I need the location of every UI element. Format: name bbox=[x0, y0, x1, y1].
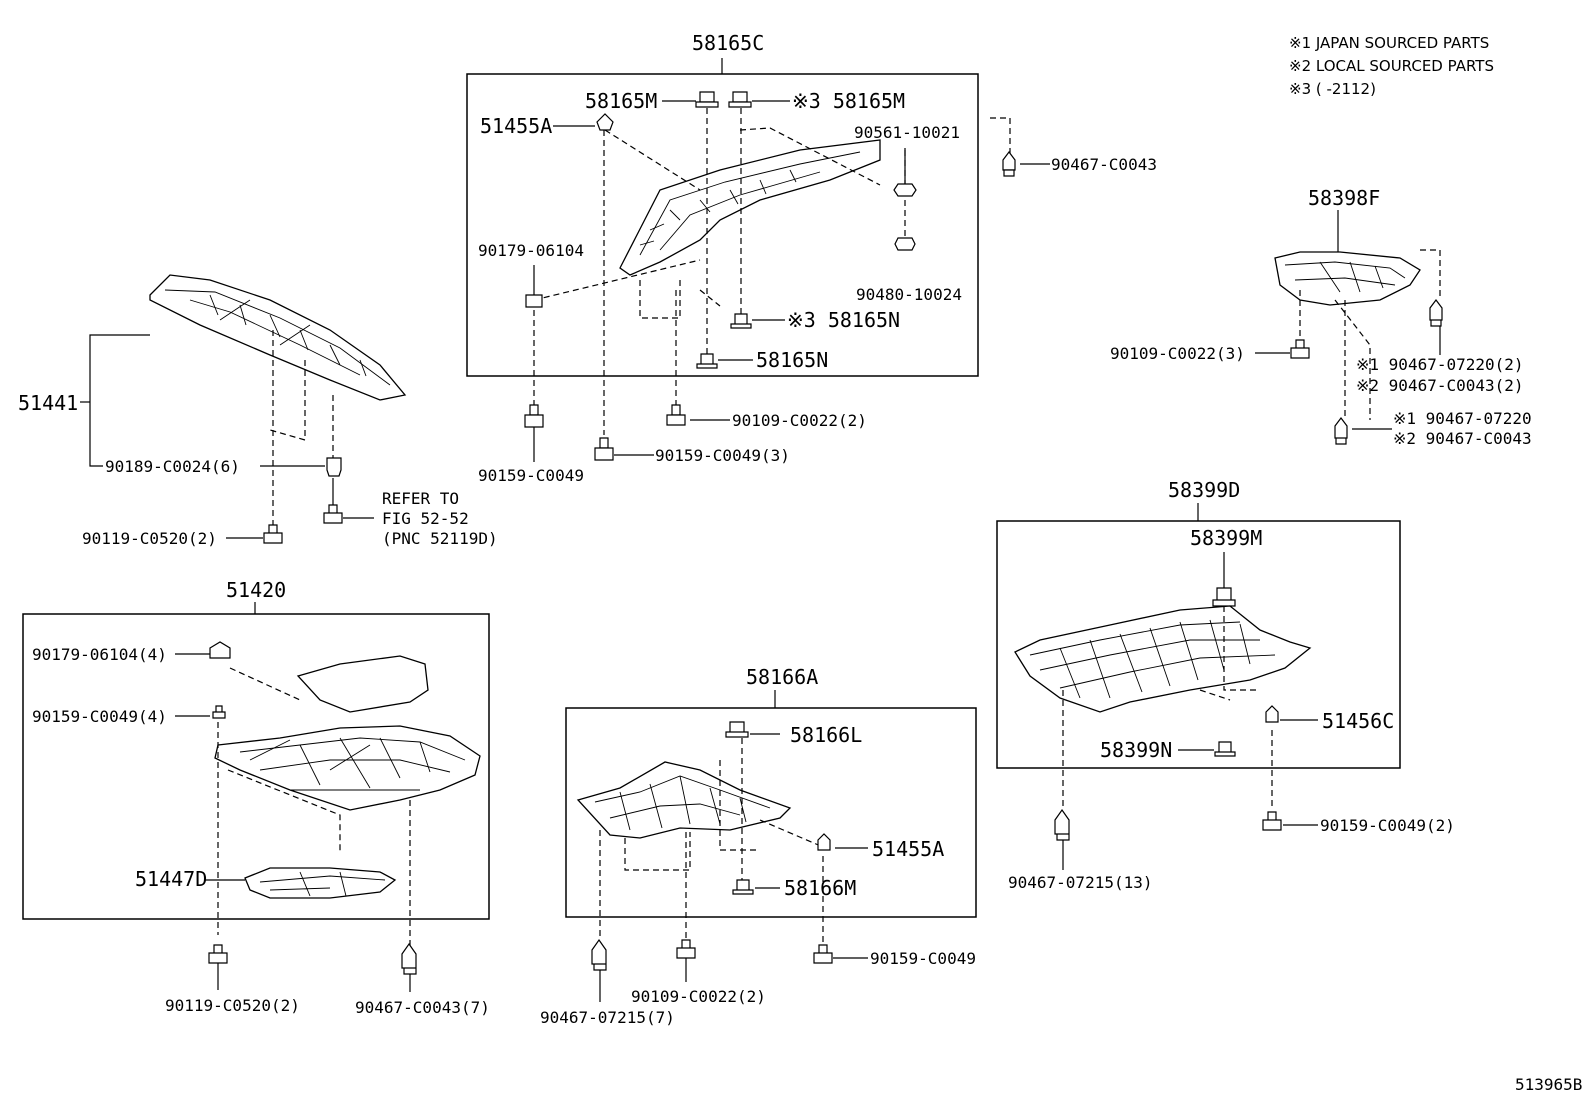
label-58398F: 58398F bbox=[1308, 186, 1380, 210]
splash-shield-51447D bbox=[244, 867, 397, 899]
label-58165N-3: ※3 58165N bbox=[787, 308, 900, 332]
label-90179-06104-4: 90179-06104(4) bbox=[32, 645, 167, 664]
clip-icon bbox=[817, 833, 831, 851]
label-90467-07220-2: ※1 90467-07220(2) bbox=[1356, 355, 1524, 374]
label-58166M: 58166M bbox=[784, 876, 856, 900]
label-refer-to: REFER TO bbox=[382, 489, 459, 508]
label-51447D: 51447D bbox=[135, 867, 207, 891]
label-58399M: 58399M bbox=[1190, 526, 1262, 550]
label-58399D: 58399D bbox=[1168, 478, 1240, 502]
fastener-icon bbox=[725, 721, 749, 738]
label-90179-06104: 90179-06104 bbox=[478, 241, 584, 260]
label-90159-C0049-b: 90159-C0049 bbox=[870, 949, 976, 968]
bolt-icon bbox=[212, 705, 226, 719]
label-90159-C0049-3: 90159-C0049(3) bbox=[655, 446, 790, 465]
note-date-range: ※3 ( -2112) bbox=[1289, 80, 1376, 98]
label-90119-C0520-2-bottom: 90119-C0520(2) bbox=[165, 996, 300, 1015]
label-90109-C0022-3: 90109-C0022(3) bbox=[1110, 344, 1245, 363]
label-90467-07215-7: 90467-07215(7) bbox=[540, 1008, 675, 1027]
note-local-sourced: ※2 LOCAL SOURCED PARTS bbox=[1289, 57, 1494, 75]
bolt-icon bbox=[208, 944, 228, 964]
push-rivet-icon bbox=[1054, 808, 1070, 841]
label-51455A-top: 51455A bbox=[480, 114, 552, 138]
bolt-icon bbox=[323, 504, 343, 524]
under-cover-58166A bbox=[576, 761, 792, 839]
label-refer-fig: FIG 52-52 bbox=[382, 509, 469, 528]
bolt-icon bbox=[1262, 811, 1282, 831]
push-rivet-icon bbox=[401, 942, 417, 975]
label-90467-07220: ※1 90467-07220 bbox=[1393, 409, 1532, 428]
push-rivet-icon bbox=[1334, 417, 1348, 445]
under-cover-58165C bbox=[619, 139, 881, 276]
fastener-icon bbox=[730, 313, 752, 329]
push-rivet-icon bbox=[1429, 299, 1443, 327]
label-58165C: 58165C bbox=[692, 31, 764, 55]
label-90467-C0043-b: ※2 90467-C0043 bbox=[1393, 429, 1532, 448]
label-90159-C0049-a: 90159-C0049 bbox=[478, 466, 584, 485]
label-90159-C0049-4: 90159-C0049(4) bbox=[32, 707, 167, 726]
label-58166A: 58166A bbox=[746, 665, 818, 689]
label-90467-C0043-7: 90467-C0043(7) bbox=[355, 998, 490, 1017]
label-90189-C0024-6: 90189-C0024(6) bbox=[105, 457, 240, 476]
nut-icon bbox=[894, 237, 916, 251]
bolt-icon bbox=[813, 944, 833, 964]
clip-nut-icon bbox=[209, 641, 231, 659]
fastener-icon bbox=[1212, 587, 1236, 607]
under-cover-58398F bbox=[1274, 251, 1421, 306]
under-cover-51441 bbox=[149, 274, 407, 401]
fastener-icon bbox=[1214, 741, 1236, 757]
label-90467-C0043-top: 90467-C0043 bbox=[1051, 155, 1157, 174]
bolt-icon bbox=[263, 524, 283, 544]
label-58165M-3: ※3 58165M bbox=[792, 89, 905, 113]
label-51456C: 51456C bbox=[1322, 709, 1394, 733]
diagram-id: 513965B bbox=[1515, 1075, 1582, 1094]
fastener-icon bbox=[695, 91, 752, 108]
label-90109-C0022-2-bottom: 90109-C0022(2) bbox=[631, 987, 766, 1006]
fastener-icon bbox=[696, 353, 718, 369]
note-japan-sourced: ※1 JAPAN SOURCED PARTS bbox=[1289, 34, 1489, 52]
label-90480-10024: 90480-10024 bbox=[856, 285, 962, 304]
under-cover-58399D bbox=[1014, 605, 1312, 713]
nut-icon bbox=[893, 183, 917, 197]
assembly-box-51420 bbox=[22, 613, 490, 920]
bolt-icon bbox=[524, 404, 686, 461]
label-refer-pnc: (PNC 52119D) bbox=[382, 529, 498, 548]
label-58166L: 58166L bbox=[790, 723, 862, 747]
label-90109-C0022-2-top: 90109-C0022(2) bbox=[732, 411, 867, 430]
label-58165N: 58165N bbox=[756, 348, 828, 372]
label-90467-07215-13: 90467-07215(13) bbox=[1008, 873, 1153, 892]
assembly-box-58166A bbox=[565, 707, 977, 918]
clip-nut-icon bbox=[525, 294, 543, 308]
fastener-icon bbox=[732, 879, 754, 895]
clip-icon bbox=[596, 113, 614, 131]
push-rivet-icon bbox=[1002, 151, 1016, 177]
under-cover-51420 bbox=[214, 655, 481, 811]
bolt-icon bbox=[676, 939, 696, 959]
label-51420: 51420 bbox=[226, 578, 286, 602]
label-58165M: 58165M bbox=[585, 89, 657, 113]
label-58399N: 58399N bbox=[1100, 738, 1172, 762]
label-90467-C0043-2: ※2 90467-C0043(2) bbox=[1356, 376, 1524, 395]
label-90561-10021: 90561-10021 bbox=[854, 123, 960, 142]
label-90159-C0049-2: 90159-C0049(2) bbox=[1320, 816, 1455, 835]
clip-icon bbox=[1265, 705, 1279, 723]
label-51455A-bottom: 51455A bbox=[872, 837, 944, 861]
clip-nut-icon bbox=[326, 457, 342, 477]
push-rivet-icon bbox=[591, 938, 607, 971]
label-51441: 51441 bbox=[18, 391, 78, 415]
bolt-icon bbox=[1290, 339, 1310, 359]
label-90119-C0520-2-top: 90119-C0520(2) bbox=[82, 529, 217, 548]
